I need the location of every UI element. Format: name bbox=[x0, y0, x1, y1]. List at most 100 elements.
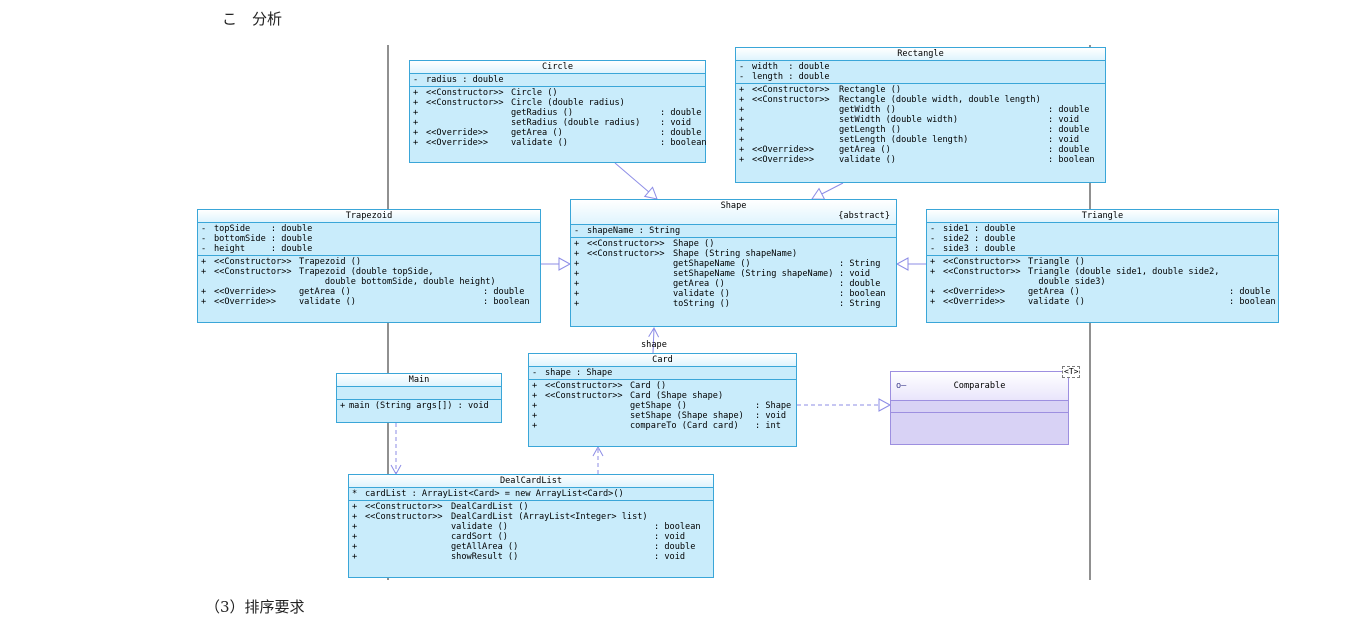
member-text: : void bbox=[1048, 135, 1080, 145]
member-text: + bbox=[930, 287, 936, 297]
member-text: + bbox=[340, 401, 346, 411]
member-text: height : double bbox=[214, 244, 313, 254]
member-text: - bbox=[574, 226, 580, 236]
member-text: : double bbox=[660, 128, 702, 138]
member-text: double bottomSide, double height) bbox=[299, 277, 496, 287]
member-text: validate () bbox=[839, 155, 896, 165]
member-row: +getShapeName (): String bbox=[571, 259, 896, 269]
member-text: cardList : ArrayList<Card> = new ArrayLi… bbox=[365, 489, 624, 499]
attributes-compartment: -shapeName : String bbox=[571, 225, 896, 238]
member-text: <<Constructor>> bbox=[214, 257, 292, 267]
member-text: setShape (Shape shape) bbox=[630, 411, 744, 421]
interface-lollipop-icon: o— bbox=[896, 381, 907, 391]
member-text: cardSort () bbox=[451, 532, 508, 542]
member-text: side3 : double bbox=[943, 244, 1016, 254]
member-text: <<Override>> bbox=[214, 297, 277, 307]
member-row: +setLength (double length): void bbox=[736, 135, 1105, 145]
class-shape[interactable]: Shape {abstract} -shapeName : String + <<… bbox=[570, 199, 897, 327]
member-text: : void bbox=[755, 411, 787, 421]
member-text: + bbox=[352, 512, 358, 522]
member-text: : boolean bbox=[1229, 297, 1276, 307]
member-text: Shape (String shapeName) bbox=[673, 249, 798, 259]
member-row: -side1 : double bbox=[927, 224, 1278, 234]
member-row: +<<Constructor>>Card (Shape shape) bbox=[529, 391, 796, 401]
member-text: : void bbox=[660, 118, 692, 128]
member-text: + bbox=[413, 138, 419, 148]
class-triangle[interactable]: Triangle -side1 : double -side2 : double… bbox=[926, 209, 1279, 323]
class-title: Shape {abstract} bbox=[571, 200, 896, 225]
member-row: +<<Override>>validate (): boolean bbox=[927, 297, 1278, 307]
member-text: + bbox=[574, 239, 580, 249]
member-row: +setShapeName (String shapeName): void bbox=[571, 269, 896, 279]
class-trapezoid[interactable]: Trapezoid -topSide : double -bottomSide … bbox=[197, 209, 541, 323]
operations-compartment: +<<Constructor>>Triangle () +<<Construct… bbox=[927, 256, 1278, 308]
member-text: getWidth () bbox=[839, 105, 896, 115]
member-text: Trapezoid () bbox=[299, 257, 362, 267]
member-text: : double bbox=[839, 279, 881, 289]
member-row: -height : double bbox=[198, 244, 540, 254]
member-row: +<<Constructor>>Trapezoid () bbox=[198, 257, 540, 267]
member-text: + bbox=[930, 297, 936, 307]
member-row: double side3) bbox=[927, 277, 1278, 287]
class-title: Rectangle bbox=[736, 48, 1105, 61]
member-text: + bbox=[413, 108, 419, 118]
class-main[interactable]: Main +main (String args[]) : void bbox=[336, 373, 502, 423]
member-text: <<Constructor>> bbox=[365, 502, 443, 512]
member-row: +<<Constructor>>Trapezoid (double topSid… bbox=[198, 267, 540, 277]
member-text: <<Override>> bbox=[943, 287, 1006, 297]
member-row: -radius : double bbox=[410, 75, 705, 85]
member-text: <<Constructor>> bbox=[426, 98, 504, 108]
member-row: +<<Constructor>>Triangle () bbox=[927, 257, 1278, 267]
member-text: <<Constructor>> bbox=[545, 381, 623, 391]
member-text: : void bbox=[654, 532, 686, 542]
member-text: validate () bbox=[511, 138, 568, 148]
member-text: + bbox=[413, 98, 419, 108]
member-text: Circle () bbox=[511, 88, 558, 98]
member-text: compareTo (Card card) bbox=[630, 421, 739, 431]
member-text: : String bbox=[839, 259, 881, 269]
member-text: : void bbox=[839, 269, 871, 279]
member-text: validate () bbox=[299, 297, 356, 307]
member-row: +<<Constructor>>DealCardList (ArrayList<… bbox=[349, 512, 713, 522]
operations-compartment: +<<Constructor>>Circle () +<<Constructor… bbox=[410, 87, 707, 149]
member-text: + bbox=[739, 135, 745, 145]
member-text: main (String args[]) : void bbox=[349, 401, 489, 411]
member-text: + bbox=[739, 115, 745, 125]
member-text: <<Constructor>> bbox=[214, 267, 292, 277]
member-row: +<<Override>>getArea (): double bbox=[198, 287, 540, 297]
member-text: + bbox=[930, 257, 936, 267]
operations-compartment: +<<Constructor>>Rectangle () +<<Construc… bbox=[736, 84, 1105, 166]
class-dealcardlist[interactable]: DealCardList *cardList : ArrayList<Card>… bbox=[348, 474, 714, 578]
member-text: - bbox=[930, 224, 936, 234]
interface-comparable[interactable]: o— Comparable bbox=[890, 371, 1069, 445]
member-text: + bbox=[413, 88, 419, 98]
member-row: +<<Override>>getArea (): double bbox=[927, 287, 1278, 297]
member-text: + bbox=[201, 297, 207, 307]
interface-compartment bbox=[891, 401, 1068, 413]
member-text: <<Constructor>> bbox=[545, 391, 623, 401]
operations-compartment: +<<Constructor>>Card () +<<Constructor>>… bbox=[529, 380, 796, 432]
type-parameter-badge: <T> bbox=[1062, 366, 1081, 378]
member-text: + bbox=[532, 401, 538, 411]
member-text: <<Constructor>> bbox=[587, 249, 665, 259]
member-text: - bbox=[739, 62, 745, 72]
member-text: length : double bbox=[752, 72, 830, 82]
member-text: + bbox=[574, 249, 580, 259]
member-text: - bbox=[930, 234, 936, 244]
member-text: + bbox=[352, 502, 358, 512]
member-text: side2 : double bbox=[943, 234, 1016, 244]
member-row: +<<Constructor>>Circle () bbox=[410, 88, 705, 98]
member-text: - bbox=[201, 224, 207, 234]
class-title: Trapezoid bbox=[198, 210, 540, 223]
class-title: Triangle bbox=[927, 210, 1278, 223]
operations-compartment: +<<Constructor>>Shape () +<<Constructor>… bbox=[571, 238, 896, 310]
class-circle[interactable]: Circle -radius : double +<<Constructor>>… bbox=[409, 60, 707, 163]
class-rectangle[interactable]: Rectangle -width : double -length : doub… bbox=[735, 47, 1106, 183]
member-text: + bbox=[739, 145, 745, 155]
generalization-circle-shape bbox=[614, 162, 658, 200]
class-card[interactable]: Card -shape : Shape +<<Constructor>>Card… bbox=[528, 353, 797, 447]
attributes-compartment: -side1 : double -side2 : double -side3 :… bbox=[927, 223, 1278, 256]
member-text: + bbox=[930, 267, 936, 277]
operations-compartment: +main (String args[]) : void bbox=[337, 400, 501, 412]
abstract-stereotype: {abstract} bbox=[838, 211, 890, 221]
